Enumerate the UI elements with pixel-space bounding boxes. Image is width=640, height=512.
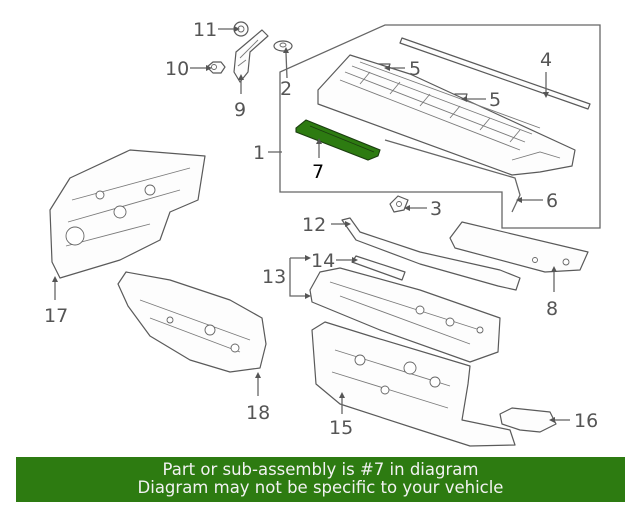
callout-5b: 5 [489,89,501,111]
part-16-bracket [499,407,557,433]
part-1-cowl-grille [317,54,576,176]
callout-7: 7 [312,161,324,183]
part-10-clip [206,61,226,74]
part-3-clip [389,195,409,213]
part-14-strip [351,255,406,281]
part-6-hose [384,139,521,213]
part-18-insulator [117,271,267,373]
banner-line-2: Diagram may not be specific to your vehi… [137,478,504,497]
callout-16: 16 [574,410,598,432]
callout-8: 8 [546,298,558,320]
part-15-dash-panel [311,321,516,447]
callout-13: 13 [262,266,286,288]
callout-1: 1 [253,142,265,164]
leader-arrows [52,26,557,423]
leader-lines [54,28,570,421]
part-8-insulator [449,221,589,273]
parts-diagram: 11 10 9 2 1 5 5 4 6 7 3 12 8 14 13 15 16… [44,19,601,447]
callout-9: 9 [234,99,246,121]
callout-2: 2 [280,78,292,100]
part-12-panel [341,217,521,291]
callout-10: 10 [165,58,189,80]
callout-14: 14 [311,250,335,272]
part-4-seal [399,37,591,110]
callout-5a: 5 [409,58,421,80]
part-13-cowl-panel [309,267,501,363]
callout-6: 6 [546,190,558,212]
banner-line-1: Part or sub-assembly is #7 in diagram [162,460,479,479]
part-7-highlighted-panel [295,119,381,161]
callout-3: 3 [430,198,442,220]
part-11-grommet [233,21,249,37]
part-9-bracket [233,29,269,83]
callout-15: 15 [329,417,353,439]
callout-11: 11 [193,19,217,41]
part-17-insulator [49,149,206,279]
info-banner: Part or sub-assembly is #7 in diagram Di… [16,457,625,502]
part-2-retainer [273,40,293,52]
assembly-group-box [279,24,601,229]
callout-18: 18 [246,402,270,424]
callout-17: 17 [44,305,68,327]
callout-4: 4 [540,49,552,71]
callout-12: 12 [302,214,326,236]
